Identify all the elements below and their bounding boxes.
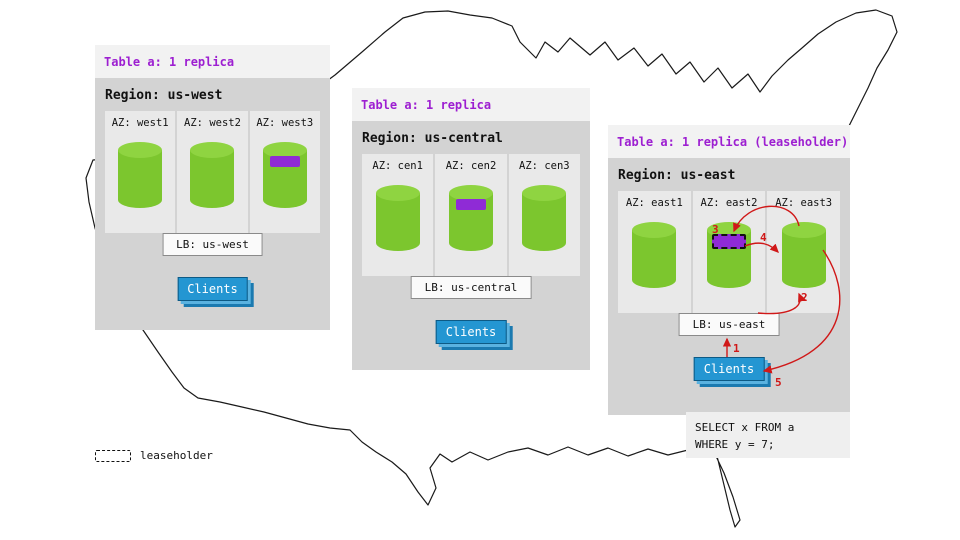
region-title-us-west: Region: us-west bbox=[105, 88, 223, 103]
region-title-us-east: Region: us-east bbox=[618, 168, 736, 183]
az-column-west3: AZ: west3 bbox=[249, 111, 320, 233]
az-column-east1: AZ: east1 bbox=[618, 191, 691, 313]
az-label: AZ: west1 bbox=[111, 117, 169, 129]
database-cylinder bbox=[448, 184, 494, 252]
clients-box-us-west: Clients bbox=[177, 277, 248, 301]
leaseholder-badge bbox=[712, 234, 746, 249]
region-panel-us-central: Table a: 1 replica Region: us-central AZ… bbox=[352, 88, 590, 370]
replica-badge bbox=[455, 199, 486, 210]
az-label: AZ: west3 bbox=[256, 117, 314, 129]
legend-label: leaseholder bbox=[140, 449, 213, 462]
database-cylinder-icon bbox=[262, 142, 307, 208]
az-label: AZ: east3 bbox=[775, 197, 833, 209]
az-column-west2: AZ: west2 bbox=[177, 111, 248, 233]
database-cylinder-icon bbox=[190, 142, 235, 208]
az-block-us-east: AZ: east1 AZ: east2 AZ: east3 bbox=[618, 191, 841, 313]
database-cylinder-icon bbox=[781, 222, 826, 288]
az-block-us-west: AZ: west1 AZ: west2 AZ: west3 bbox=[105, 111, 320, 233]
database-cylinder-icon bbox=[632, 222, 677, 288]
region-title-us-central: Region: us-central bbox=[362, 131, 503, 146]
database-cylinder-icon bbox=[118, 142, 163, 208]
table-replica-label: Table a: 1 replica bbox=[361, 97, 492, 112]
table-replica-label: Table a: 1 replica (leaseholder) bbox=[617, 134, 849, 149]
az-label: AZ: east2 bbox=[700, 197, 758, 209]
az-column-east3: AZ: east3 bbox=[767, 191, 841, 313]
region-panel-us-east: Table a: 1 replica (leaseholder) Region:… bbox=[608, 125, 850, 415]
database-cylinder bbox=[781, 221, 827, 289]
database-cylinder bbox=[262, 141, 308, 209]
table-replica-header: Table a: 1 replica bbox=[95, 45, 330, 78]
az-column-east2: AZ: east2 bbox=[692, 191, 766, 313]
database-cylinder bbox=[375, 184, 421, 252]
database-cylinder bbox=[521, 184, 567, 252]
az-label: AZ: west2 bbox=[184, 117, 241, 129]
az-column-west1: AZ: west1 bbox=[105, 111, 176, 233]
leaseholder-legend: leaseholder bbox=[95, 449, 213, 462]
az-column-cen1: AZ: cen1 bbox=[362, 154, 434, 276]
load-balancer-us-east: LB: us-east bbox=[678, 313, 780, 336]
database-cylinder-icon bbox=[522, 185, 567, 251]
sql-line-2: WHERE y = 7; bbox=[695, 438, 775, 452]
clients-box-us-central: Clients bbox=[435, 320, 507, 344]
az-label: AZ: east1 bbox=[625, 197, 683, 209]
database-cylinder-icon bbox=[448, 185, 493, 251]
database-cylinder bbox=[631, 221, 677, 289]
database-cylinder bbox=[189, 141, 235, 209]
region-panel-us-west: Table a: 1 replica Region: us-west AZ: w… bbox=[95, 45, 330, 330]
database-cylinder bbox=[117, 141, 163, 209]
table-replica-header: Table a: 1 replica (leaseholder) bbox=[608, 125, 850, 158]
database-cylinder-icon bbox=[707, 222, 751, 288]
sql-query-box: SELECT x FROM a WHERE y = 7; bbox=[686, 412, 850, 458]
database-cylinder-icon bbox=[375, 185, 420, 251]
az-block-us-central: AZ: cen1 AZ: cen2 AZ: cen3 bbox=[362, 154, 580, 276]
az-label: AZ: cen3 bbox=[519, 160, 570, 172]
az-label: AZ: cen2 bbox=[445, 160, 497, 172]
az-label: AZ: cen1 bbox=[372, 160, 423, 172]
table-replica-label: Table a: 1 replica bbox=[104, 54, 235, 69]
clients-box-us-east: Clients bbox=[693, 357, 765, 381]
replica-badge bbox=[269, 156, 300, 167]
sql-line-1: SELECT x FROM a bbox=[695, 421, 795, 434]
az-column-cen3: AZ: cen3 bbox=[508, 154, 580, 276]
database-cylinder bbox=[706, 221, 752, 289]
legend-dashed-rect-icon bbox=[95, 449, 131, 462]
table-replica-header: Table a: 1 replica bbox=[352, 88, 590, 121]
az-column-cen2: AZ: cen2 bbox=[435, 154, 507, 276]
load-balancer-us-central: LB: us-central bbox=[410, 276, 532, 299]
load-balancer-us-west: LB: us-west bbox=[162, 233, 263, 256]
